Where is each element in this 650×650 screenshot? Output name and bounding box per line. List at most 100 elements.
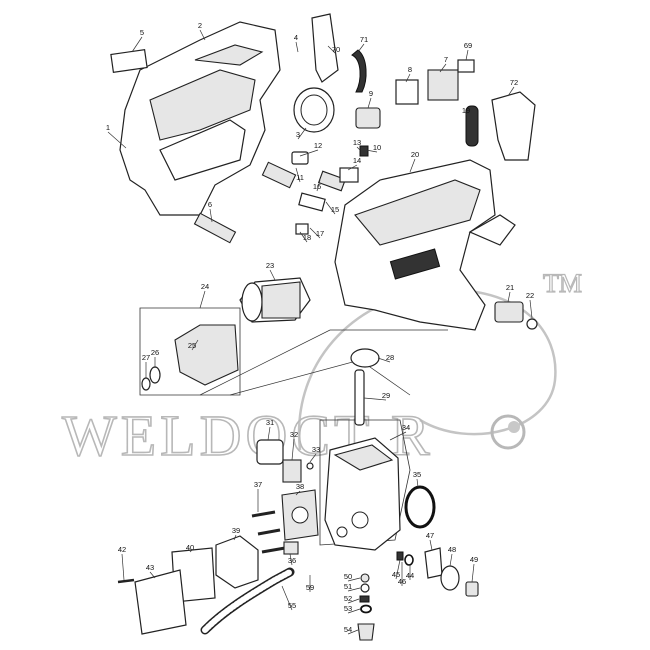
callout-71: 71 (360, 35, 368, 44)
leader-line-47 (429, 539, 433, 551)
leader-line-48 (449, 553, 453, 567)
callout-6: 6 (208, 200, 212, 209)
callout-49: 49 (470, 555, 478, 564)
callout-12: 12 (314, 141, 322, 150)
callout-15: 15 (331, 205, 339, 214)
leader-line-35 (416, 478, 419, 488)
callout-36: 36 (288, 556, 296, 565)
leader-line-5 (131, 36, 143, 53)
part-45 (396, 551, 404, 561)
nut-21 (494, 301, 524, 323)
spring-19 (465, 105, 479, 147)
callout-19: 19 (462, 106, 470, 115)
leader-line-52 (347, 598, 360, 604)
leader-line-29 (363, 397, 387, 401)
leader-line-25 (191, 339, 199, 351)
callout-25: 25 (188, 341, 196, 350)
callout-43: 43 (146, 563, 154, 572)
leader-line-7 (439, 63, 447, 73)
frame-link-b (229, 359, 411, 396)
leader-line-50 (347, 577, 361, 582)
small-parts-cluster (261, 145, 369, 235)
callout-53: 53 (344, 604, 352, 613)
leader-line-42 (121, 553, 125, 581)
callout-48: 48 (448, 545, 456, 554)
leader-line-1 (107, 131, 127, 149)
part-8 (395, 79, 419, 105)
part-52 (359, 595, 370, 603)
callout-29: 29 (382, 391, 390, 400)
callout-31: 31 (266, 418, 274, 427)
pump-body (324, 437, 401, 551)
cover-72 (491, 91, 536, 161)
label-plate (110, 49, 148, 73)
callout-4: 4 (294, 33, 298, 42)
callout-46: 46 (398, 577, 406, 586)
callout-40: 40 (186, 543, 194, 552)
callout-17: 17 (316, 229, 324, 238)
o-ring-44 (404, 554, 414, 566)
main-housing (334, 159, 516, 331)
callout-23: 23 (266, 261, 274, 270)
callout-54: 54 (344, 625, 352, 634)
leader-line-24 (199, 290, 206, 309)
callout-32: 32 (290, 430, 298, 439)
plug-54 (357, 623, 375, 641)
frame-link-a (199, 329, 448, 396)
callout-59: 59 (306, 583, 314, 592)
bar-6 (193, 212, 237, 244)
callout-13: 13 (353, 138, 361, 147)
cover-43 (134, 569, 187, 635)
callout-21: 21 (506, 283, 514, 292)
leader-line-40 (189, 549, 193, 553)
motor-23 (239, 277, 311, 323)
callout-27: 27 (142, 353, 150, 362)
leader-line-53 (347, 608, 361, 614)
callout-9: 9 (369, 89, 373, 98)
callout-3: 3 (296, 130, 300, 139)
leader-line-19 (465, 111, 471, 116)
callout-24: 24 (201, 282, 209, 291)
callout-72: 72 (510, 78, 518, 87)
leader-line-54 (347, 629, 359, 635)
gear-assembly-25 (174, 324, 239, 386)
callout-10: 10 (373, 143, 381, 152)
callout-47: 47 (426, 531, 434, 540)
leader-line-13 (356, 146, 361, 151)
ball-33 (306, 462, 314, 470)
fitting-36 (283, 541, 299, 555)
leader-line-17 (309, 227, 321, 239)
leader-line-18 (299, 231, 308, 243)
cartridge-39 (215, 535, 259, 589)
callout-7: 7 (444, 55, 448, 64)
callout-22: 22 (526, 291, 534, 300)
leader-line-4 (295, 41, 299, 53)
callout-69: 69 (464, 41, 472, 50)
callout-11: 11 (296, 173, 304, 182)
leader-line-45 (395, 559, 401, 580)
o-ring-53 (360, 604, 372, 614)
part-7 (427, 69, 459, 101)
callout-42: 42 (118, 545, 126, 554)
callout-33: 33 (312, 445, 320, 454)
part-51 (360, 583, 370, 593)
leader-line-28 (377, 357, 391, 363)
fitting-32 (282, 459, 302, 483)
washer-26 (149, 366, 161, 384)
leader-line-32 (291, 438, 295, 461)
valve-47 (424, 547, 443, 579)
o-ring-35 (404, 485, 436, 529)
leader-line-23 (269, 269, 276, 281)
leader-line-14 (347, 164, 358, 171)
callout-34: 34 (402, 423, 410, 432)
leader-line-15 (325, 201, 336, 215)
callout-16: 16 (313, 182, 321, 191)
switch-9 (355, 107, 381, 129)
callout-14: 14 (353, 156, 361, 165)
callout-35: 35 (413, 470, 421, 479)
ring-27 (141, 377, 151, 391)
leader-line-2 (199, 29, 206, 41)
callout-44: 44 (406, 571, 414, 580)
